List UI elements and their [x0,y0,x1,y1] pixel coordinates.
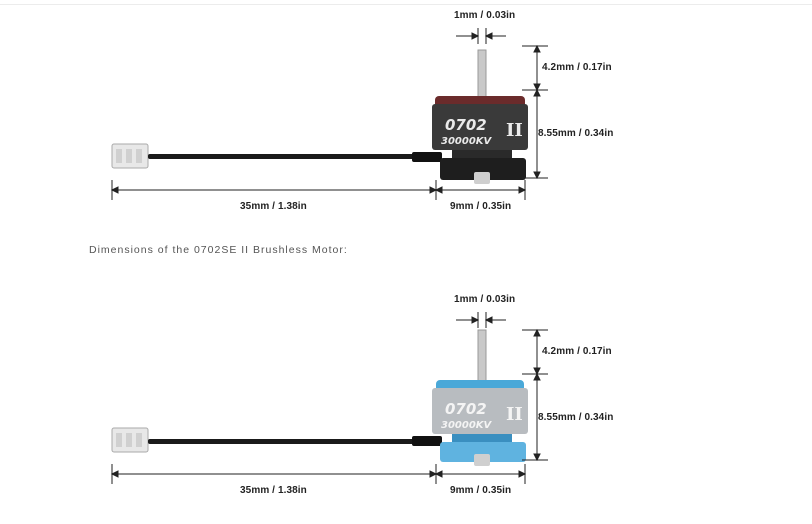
motor-drawing-1: 0702 30000KV II [110,28,548,200]
dim-base-width: 9mm / 0.35in [450,485,512,496]
dimensions-caption: Dimensions of the 0702SE II Brushless Mo… [89,244,348,256]
dim-base-width: 9mm / 0.35in [450,201,512,212]
motor-kv-text: 30000KV [441,136,493,147]
motor-shaft [477,49,487,103]
motor-diagram-2: 0702 30000KV II [0,284,812,524]
motor-model-text: 0702 [445,400,487,418]
motor-diagram-1: 0702 30000KV II [0,0,812,240]
dim-cable-length: 35mm / 1.38in [240,201,307,212]
motor-base [440,158,526,180]
motor-version-text: II [506,404,523,425]
motor-can [432,104,528,150]
dim-body-height: 8.55mm / 0.34in [538,412,614,423]
motor-version-text: II [506,120,523,141]
dim-shaft-height: 4.2mm / 0.17in [542,62,612,73]
motor-cable [148,439,428,444]
motor-kv-text: 30000KV [441,420,493,431]
dim-cable-length: 35mm / 1.38in [240,485,307,496]
motor-shaft [477,329,487,387]
dim-shaft-diameter: 1mm / 0.03in [454,10,516,21]
dim-body-height: 8.55mm / 0.34in [538,128,614,139]
motor-drawing-2: 0702 30000KV II [110,312,548,484]
motor-model-text: 0702 [445,116,487,134]
motor-cable [148,154,428,159]
top-divider [0,4,812,5]
dimension-lines-2 [110,312,548,484]
dim-shaft-diameter: 1mm / 0.03in [454,294,516,305]
motor-base [440,442,526,462]
motor-can [432,388,528,434]
dim-shaft-height: 4.2mm / 0.17in [542,346,612,357]
dimension-lines-1 [110,28,548,200]
